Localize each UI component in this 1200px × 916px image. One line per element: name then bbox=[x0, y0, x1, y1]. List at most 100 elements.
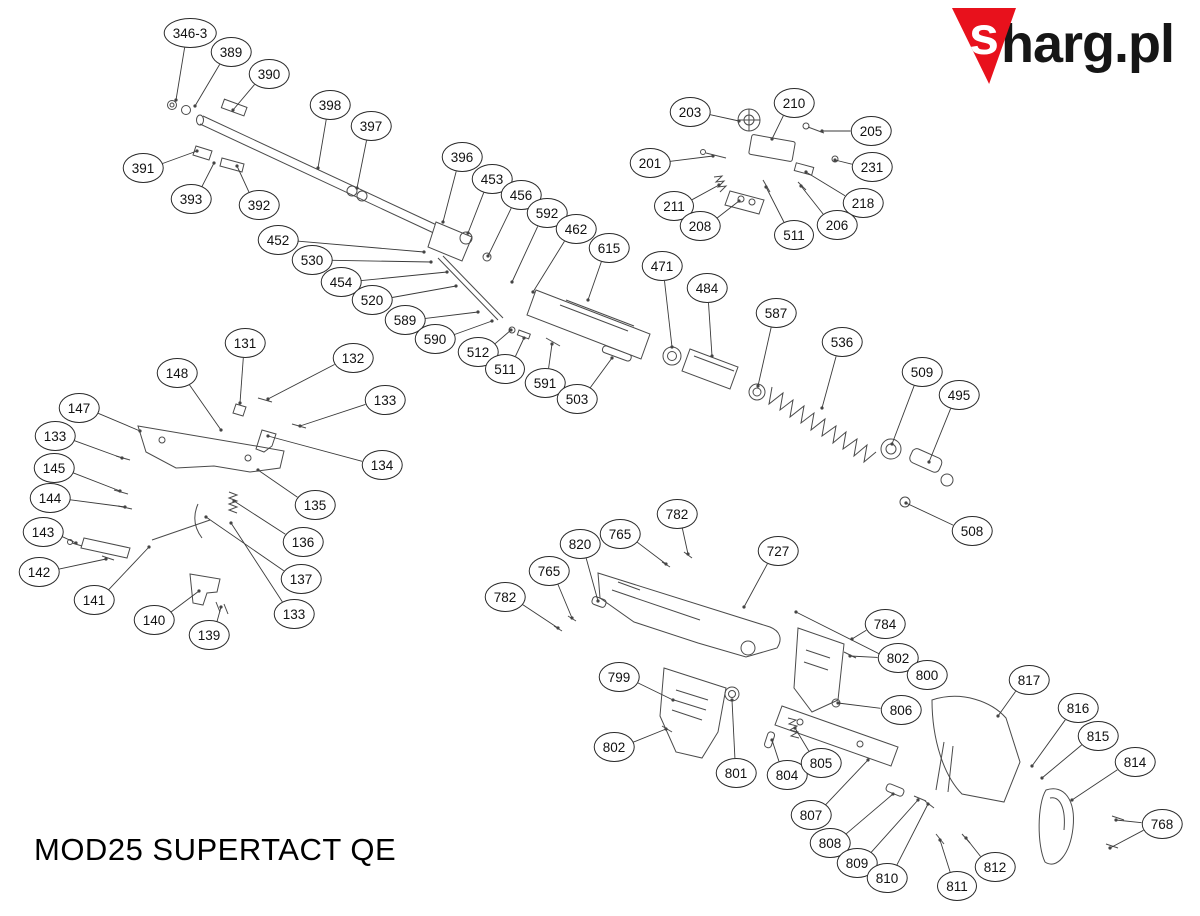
callout-label: 805 bbox=[809, 755, 833, 771]
callout-label: 453 bbox=[480, 171, 504, 187]
callout-label: 782 bbox=[665, 506, 689, 522]
callout-label: 131 bbox=[233, 335, 257, 351]
callout-590: 590 bbox=[414, 324, 456, 354]
callout-label: 592 bbox=[535, 205, 559, 221]
callout-511: 511 bbox=[485, 354, 525, 384]
callout-label: 817 bbox=[1017, 672, 1041, 688]
callout-label: 390 bbox=[257, 66, 281, 82]
callout-label: 484 bbox=[695, 280, 719, 296]
callout-782: 782 bbox=[656, 499, 698, 529]
callout-820: 820 bbox=[559, 529, 601, 559]
callout-768: 768 bbox=[1141, 809, 1183, 839]
callout-label: 389 bbox=[219, 44, 243, 60]
callout-label: 815 bbox=[1086, 728, 1110, 744]
callout-390: 390 bbox=[248, 59, 290, 89]
callout-495: 495 bbox=[938, 380, 980, 410]
callout-label: 816 bbox=[1066, 700, 1090, 716]
callout-label: 144 bbox=[38, 490, 62, 506]
callout-label: 536 bbox=[830, 334, 854, 350]
callout-484: 484 bbox=[686, 273, 728, 303]
callout-808: 808 bbox=[809, 828, 851, 858]
callout-label: 615 bbox=[597, 240, 621, 256]
callout-label: 802 bbox=[886, 650, 910, 666]
callout-label: 727 bbox=[766, 543, 790, 559]
callout-393: 393 bbox=[170, 184, 212, 214]
callout-label: 784 bbox=[873, 616, 897, 632]
callout-label: 397 bbox=[359, 118, 383, 134]
callout-816: 816 bbox=[1057, 693, 1099, 723]
callout-label: 782 bbox=[493, 589, 517, 605]
callout-589: 589 bbox=[384, 305, 426, 335]
callout-809: 809 bbox=[836, 848, 878, 878]
callout-label: 801 bbox=[724, 765, 748, 781]
callout-label: 508 bbox=[960, 523, 984, 539]
callout-label: 136 bbox=[291, 534, 315, 550]
callout-label: 802 bbox=[602, 739, 626, 755]
callout-label: 511 bbox=[494, 361, 516, 377]
callout-label: 812 bbox=[983, 859, 1007, 875]
callout-389: 389 bbox=[210, 37, 252, 67]
callout-label: 454 bbox=[329, 274, 353, 290]
callout-811: 811 bbox=[937, 871, 977, 901]
callout-label: 211 bbox=[663, 198, 685, 214]
callout-806: 806 bbox=[880, 695, 922, 725]
callout-label: 809 bbox=[845, 855, 869, 871]
callout-label: 509 bbox=[910, 364, 934, 380]
callout-810: 810 bbox=[866, 863, 908, 893]
callout-141: 141 bbox=[73, 585, 115, 615]
callout-label: 520 bbox=[360, 292, 384, 308]
callout-label: 133 bbox=[373, 392, 397, 408]
callout-label: 139 bbox=[197, 627, 221, 643]
callout-label: 810 bbox=[875, 870, 899, 886]
callout-802: 802 bbox=[593, 732, 635, 762]
callout-131: 131 bbox=[224, 328, 266, 358]
callout-label: 589 bbox=[393, 312, 417, 328]
callout-142: 142 bbox=[18, 557, 60, 587]
callout-817: 817 bbox=[1008, 665, 1050, 695]
callout-145: 145 bbox=[33, 453, 75, 483]
callout-210: 210 bbox=[773, 88, 815, 118]
callout-727: 727 bbox=[757, 536, 799, 566]
callout-346-3: 346-3 bbox=[163, 18, 217, 48]
callout-label: 142 bbox=[27, 564, 51, 580]
callout-label: 392 bbox=[247, 197, 271, 213]
callout-label: 206 bbox=[825, 217, 849, 233]
logo-letter-s: s bbox=[968, 6, 1000, 66]
callout-802: 802 bbox=[877, 643, 919, 673]
callout-800: 800 bbox=[906, 660, 948, 690]
callout-203: 203 bbox=[669, 97, 711, 127]
callout-label: 398 bbox=[318, 97, 342, 113]
callout-799: 799 bbox=[598, 662, 640, 692]
callout-205: 205 bbox=[850, 116, 892, 146]
callout-label: 530 bbox=[300, 252, 324, 268]
callout-label: 145 bbox=[42, 460, 66, 476]
callout-label: 765 bbox=[537, 563, 561, 579]
callout-392: 392 bbox=[238, 190, 280, 220]
callout-462: 462 bbox=[555, 214, 597, 244]
callout-label: 808 bbox=[818, 835, 842, 851]
callout-label: 133 bbox=[282, 606, 306, 622]
callout-label: 148 bbox=[165, 365, 189, 381]
callout-139: 139 bbox=[188, 620, 230, 650]
callout-218: 218 bbox=[842, 188, 884, 218]
callout-147: 147 bbox=[58, 393, 100, 423]
callout-132: 132 bbox=[332, 343, 374, 373]
callout-label: 393 bbox=[179, 191, 203, 207]
callout-label: 346-3 bbox=[172, 25, 208, 41]
callout-143: 143 bbox=[22, 517, 64, 547]
callout-144: 144 bbox=[29, 483, 71, 513]
callout-label: 208 bbox=[688, 218, 712, 234]
callout-536: 536 bbox=[821, 327, 863, 357]
callout-label: 512 bbox=[466, 344, 490, 360]
callout-765: 765 bbox=[599, 519, 641, 549]
callout-206: 206 bbox=[816, 210, 858, 240]
callout-520: 520 bbox=[351, 285, 393, 315]
callout-134: 134 bbox=[361, 450, 403, 480]
callout-label: 452 bbox=[266, 232, 290, 248]
callout-807: 807 bbox=[790, 800, 832, 830]
callout-587: 587 bbox=[755, 298, 797, 328]
callout-label: 462 bbox=[564, 221, 588, 237]
callout-814: 814 bbox=[1114, 747, 1156, 777]
